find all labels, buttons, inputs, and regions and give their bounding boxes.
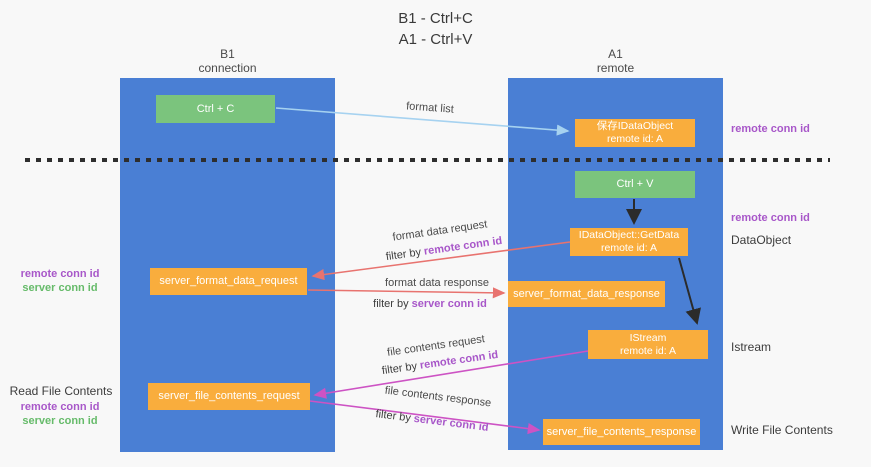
ctrl-v-label: Ctrl + V — [616, 178, 654, 190]
server-conn-id-label: server conn id — [22, 415, 98, 427]
ctrl-c-label: Ctrl + C — [196, 102, 235, 115]
node-server-file-contents-request: server_file_contents_request — [148, 383, 310, 410]
node-ctrl-c: Ctrl + C — [156, 95, 275, 123]
filter-by-text: filter by — [374, 408, 412, 425]
annotation-conn-ids-format: remote conn id server conn id — [8, 267, 112, 295]
node-istream: IStream remote id: A — [588, 330, 708, 359]
node-save-idataobject: 保存IDataObject remote id: A — [575, 119, 695, 147]
remote-conn-id-text: remote conn id — [423, 234, 503, 258]
istream-line1: IStream — [629, 331, 667, 344]
left-header-role: connection — [198, 61, 257, 75]
annotation-istream: Istream — [731, 340, 772, 354]
filter-by-text: filter by — [381, 360, 418, 378]
save-idataobject-line1: 保存IDataObject — [596, 120, 674, 132]
left-header-name: B1 — [220, 47, 235, 61]
node-idataobject-getdata: IDataObject::GetData remote id: A — [570, 228, 688, 256]
remote-conn-id-label: remote conn id — [20, 268, 100, 280]
server-conn-id-label: server conn id — [22, 282, 98, 294]
title-line-2: A1 - Ctrl+V — [398, 31, 473, 48]
right-column-header: A1 remote — [508, 47, 723, 75]
annotation-read-file-contents: Read File Contents — [9, 384, 113, 398]
server-conn-id-text: server conn id — [411, 298, 487, 310]
edge-label-file-contents-response: file contents response — [384, 384, 492, 410]
right-header-name: A1 — [608, 47, 623, 61]
annotation-conn-ids-file: remote conn id server conn id — [8, 400, 112, 428]
filter-by-text: filter by — [385, 246, 422, 264]
format-response-label: server_format_data_response — [513, 287, 660, 300]
file-request-label: server_file_contents_request — [158, 390, 300, 402]
annotation-dataobject: DataObject — [731, 233, 792, 247]
remote-conn-id-label: remote conn id — [20, 401, 100, 413]
annotation-remote-conn-id-mid: remote conn id — [731, 212, 810, 224]
right-header-role: remote — [596, 61, 635, 75]
getdata-line1: IDataObject::GetData — [578, 229, 680, 241]
left-column-header: B1 connection — [120, 47, 335, 75]
annotation-write-file-contents: Write File Contents — [731, 423, 833, 437]
annotation-remote-conn-id-top: remote conn id — [731, 123, 810, 135]
node-server-format-data-request: server_format_data_request — [150, 268, 307, 295]
node-server-format-data-response: server_format_data_response — [508, 281, 665, 307]
arrow-format-data-response — [307, 287, 506, 299]
file-response-label: server_file_contents_response — [546, 425, 697, 438]
filter-by-text: filter by — [373, 298, 409, 310]
save-idataobject-line2: remote id: A — [606, 133, 664, 145]
server-conn-id-text: server conn id — [413, 412, 490, 434]
node-ctrl-v: Ctrl + V — [575, 171, 695, 198]
node-server-file-contents-response: server_file_contents_response — [543, 419, 700, 445]
diagram-title: B1 - Ctrl+C A1 - Ctrl+V — [0, 8, 871, 50]
title-line-1: B1 - Ctrl+C — [398, 10, 473, 27]
istream-line2: remote id: A — [619, 344, 677, 357]
edge-label-format-list: format list — [405, 100, 455, 116]
edge-label-format-data-response: format data response — [385, 277, 489, 289]
getdata-line2: remote id: A — [600, 242, 658, 254]
format-request-label: server_format_data_request — [159, 275, 298, 287]
